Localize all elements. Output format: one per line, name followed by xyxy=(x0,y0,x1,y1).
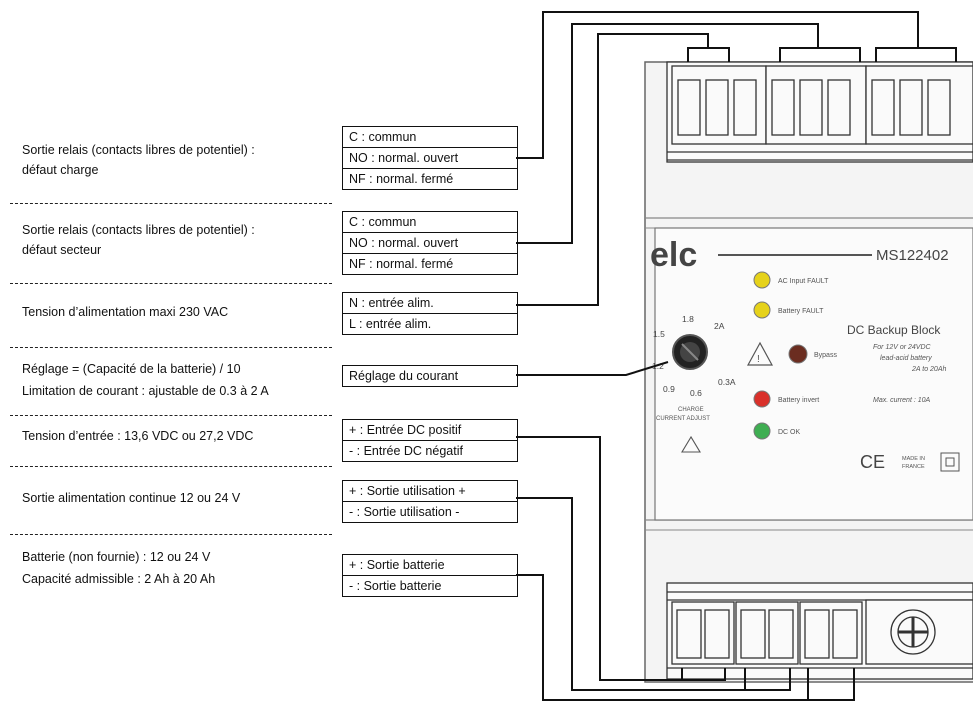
made-in-line1: MADE IN xyxy=(902,456,925,462)
wire-mains xyxy=(516,33,709,306)
desc-relay-charge-line2: défaut charge xyxy=(22,163,99,177)
wire-dc-input xyxy=(516,436,688,681)
separator xyxy=(10,415,332,416)
desc-battery: Batterie (non fournie) : 12 ou 24 V Capa… xyxy=(22,546,215,590)
spec-line1: For 12V or 24VDC xyxy=(873,344,932,351)
desc-setting-line1: Réglage = (Capacité de la batterie) / 10 xyxy=(22,362,241,376)
separator xyxy=(10,466,332,467)
class-ii-icon xyxy=(940,452,960,472)
desc-dc-output: Sortie alimentation continue 12 ou 24 V xyxy=(22,491,241,505)
desc-setting: Réglage = (Capacité de la batterie) / 10… xyxy=(22,358,269,402)
desc-supply: Tension d’alimentation maxi 230 VAC xyxy=(22,305,229,319)
dial-mark: 1.5 xyxy=(653,329,665,339)
box-row: C : commun xyxy=(343,212,517,233)
led-dc-ok xyxy=(753,422,771,440)
bracket-top xyxy=(779,47,861,62)
box-battery: + : Sortie batterie - : Sortie batterie xyxy=(342,554,518,597)
desc-relay-charge-line1: Sortie relais (contacts libres de potent… xyxy=(22,143,255,157)
wire-dc-output xyxy=(516,497,768,691)
separator xyxy=(10,203,332,204)
made-in-line2: FRANCE xyxy=(902,464,925,470)
wire-battery xyxy=(516,574,830,701)
box-row: NF : normal. fermé xyxy=(349,257,454,271)
dial-mark: 2A xyxy=(714,321,725,331)
box-row: N : entrée alim. xyxy=(343,293,517,314)
dial-mark: 0.3A xyxy=(718,377,736,387)
device-title: DC Backup Block xyxy=(847,323,941,337)
led-battery-fault-label: Battery FAULT xyxy=(778,308,824,315)
desc-setting-line2: Limitation de courant : ajustable de 0.3… xyxy=(22,384,269,398)
warning-icon xyxy=(681,435,701,453)
current-dial: 1.5 1.8 2A 1.2 0.3A 0.9 0.6 CHARGE CURRE… xyxy=(652,314,736,453)
svg-text:!: ! xyxy=(757,354,760,365)
box-relay-charge: C : commun NO : normal. ouvert NF : norm… xyxy=(342,126,518,190)
top-terminal-block xyxy=(666,61,973,163)
warning-icon xyxy=(746,341,774,366)
box-relay-mains: C : commun NO : normal. ouvert NF : norm… xyxy=(342,211,518,275)
led-battery-invert-label: Battery invert xyxy=(778,397,819,404)
separator xyxy=(10,283,332,284)
led-battery-invert xyxy=(753,390,771,408)
bracket-bottom xyxy=(744,668,791,691)
wire-relay-charge xyxy=(516,11,919,159)
dial-caption-line2: CURRENT ADJUST xyxy=(656,416,710,422)
desc-relay-mains-line1: Sortie relais (contacts libres de potent… xyxy=(22,223,255,237)
bottom-terminal-block xyxy=(666,582,973,680)
device-model: MS122402 xyxy=(876,247,949,264)
spec-line3: 2A to 20Ah xyxy=(911,366,946,373)
bracket-top xyxy=(875,47,957,62)
bracket-top xyxy=(687,47,730,62)
box-row: - : Sortie batterie xyxy=(349,579,442,593)
separator xyxy=(10,534,332,535)
front-panel: elc MS122402 AC Input FAULT Battery FAUL… xyxy=(650,236,960,472)
device-logo: elc xyxy=(650,236,697,274)
dial-mark: 0.6 xyxy=(690,388,702,398)
box-dc-output: + : Sortie utilisation + - : Sortie util… xyxy=(342,480,518,523)
desc-battery-line2: Capacité admissible : 2 Ah à 20 Ah xyxy=(22,572,216,586)
box-row: NO : normal. ouvert xyxy=(343,233,517,254)
desc-relay-charge: Sortie relais (contacts libres de potent… xyxy=(22,140,255,180)
box-row: - : Sortie utilisation - xyxy=(349,505,460,519)
box-row: + : Entrée DC positif xyxy=(343,420,517,441)
box-row: L : entrée alim. xyxy=(349,317,432,331)
box-row: C : commun xyxy=(343,127,517,148)
box-row: - : Entrée DC négatif xyxy=(349,444,463,458)
wire-relay-mains xyxy=(516,23,819,244)
bracket-bottom xyxy=(807,668,855,701)
wires xyxy=(516,11,957,701)
box-row: NF : normal. fermé xyxy=(349,172,454,186)
led-bypass xyxy=(788,344,808,364)
box-mains: N : entrée alim. L : entrée alim. xyxy=(342,292,518,335)
box-row: + : Sortie batterie xyxy=(343,555,517,576)
led-battery-fault xyxy=(753,301,771,319)
desc-relay-mains: Sortie relais (contacts libres de potent… xyxy=(22,220,255,260)
desc-input-voltage: Tension d’entrée : 13,6 VDC ou 27,2 VDC xyxy=(22,429,254,443)
led-dc-ok-label: DC OK xyxy=(778,429,801,436)
bracket-bottom xyxy=(681,668,726,681)
wire-adjust xyxy=(516,361,669,376)
led-ac-fault xyxy=(753,271,771,289)
box-row: + : Sortie utilisation + xyxy=(343,481,517,502)
box-row: Réglage du courant xyxy=(349,369,459,383)
spec-line2: lead-acid battery xyxy=(880,355,932,362)
dial-mark: 0.9 xyxy=(663,384,675,394)
led-ac-fault-label: AC Input FAULT xyxy=(778,278,829,285)
desc-relay-mains-line2: défaut secteur xyxy=(22,243,102,257)
ce-mark: CE xyxy=(860,452,885,472)
box-dc-input: + : Entrée DC positif - : Entrée DC néga… xyxy=(342,419,518,462)
max-current: Max. current : 10A xyxy=(873,397,931,404)
desc-battery-line1: Batterie (non fournie) : 12 ou 24 V xyxy=(22,550,211,564)
dial-mark: 1.8 xyxy=(682,314,694,324)
dial-caption-line1: CHARGE xyxy=(678,407,704,413)
led-bypass-label: Bypass xyxy=(814,352,837,359)
device-body xyxy=(644,61,973,683)
box-row: NO : normal. ouvert xyxy=(343,148,517,169)
separator xyxy=(10,347,332,348)
